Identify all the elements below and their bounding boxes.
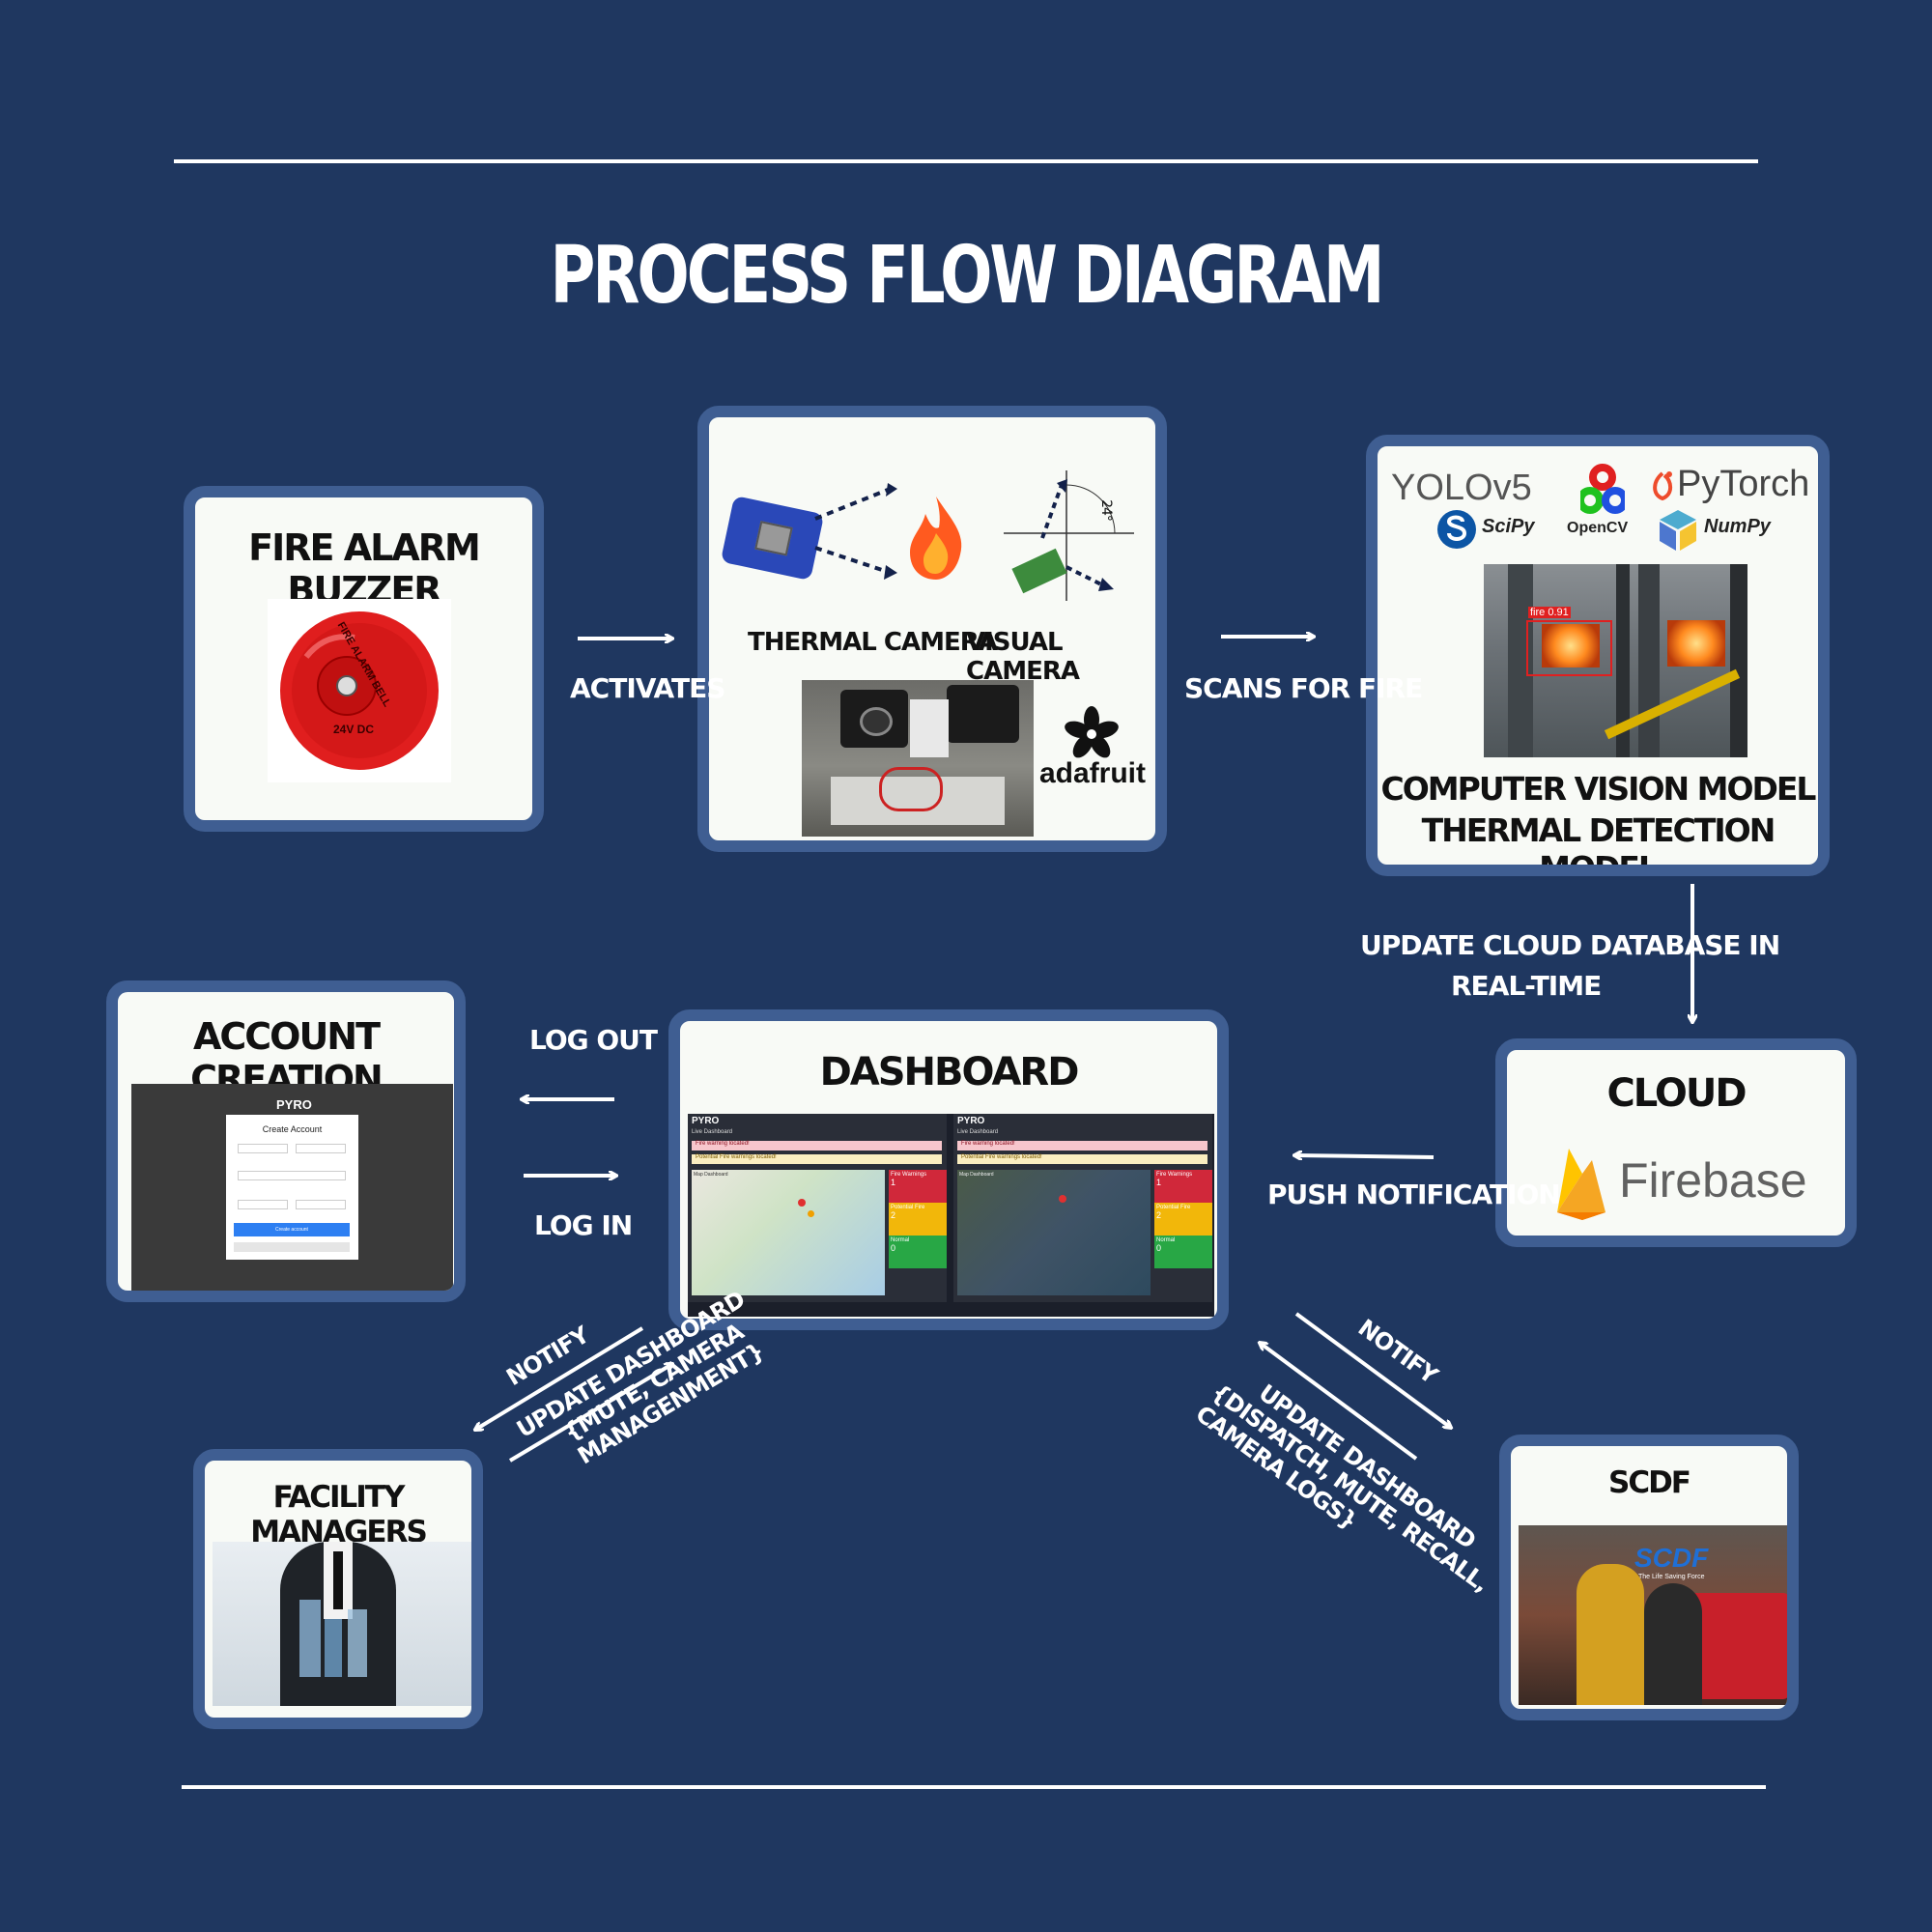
opencv-logo: OpenCV [1567, 520, 1629, 536]
adafruit-flower-icon [1065, 706, 1119, 758]
label-update-cloud-2: REAL-TIME [1451, 970, 1602, 1002]
account-submit-button[interactable]: Create account [234, 1223, 350, 1236]
label-scans: SCANS FOR FIRE [1184, 672, 1423, 704]
firebase-icon [1557, 1149, 1605, 1220]
arrow-push [1294, 1155, 1435, 1157]
stat1-label-right: Fire Warnings [1156, 1172, 1193, 1178]
dash-stat1-right: Fire Warnings 1 [1154, 1170, 1212, 1203]
thermal-fov-arrows [814, 483, 897, 580]
stat3-value-left: 0 [891, 1243, 896, 1253]
firebase-logo: Firebase [1619, 1153, 1807, 1208]
dash-map-right: Map Dashboard [957, 1170, 1151, 1295]
cloud-card: CLOUD Firebase [1495, 1038, 1857, 1247]
facility-card: FACILITY MANAGERS [193, 1449, 483, 1729]
facility-image [213, 1542, 471, 1706]
dash-alert1-left: Fire warning located! [692, 1141, 942, 1151]
arrow-update-right [1260, 1343, 1418, 1461]
dashboard-panel-right: PYRO Live Dashboard Fire warning located… [953, 1114, 1212, 1302]
label-update-cloud-1: UPDATE CLOUD DATABASE IN [1360, 929, 1780, 961]
stat3-label-left: Normal [891, 1237, 910, 1243]
models-card: YOLOv5 OpenCV PyTorch SciPy NumPy fire 0… [1366, 435, 1830, 876]
thermal-camera-label: THERMAL CAMERA [748, 628, 998, 657]
dash-stat2-left: Potential Fire 2 [889, 1203, 947, 1236]
yolo-logo: YOLOv5 [1391, 468, 1532, 508]
stat3-value-right: 0 [1156, 1243, 1162, 1253]
stat2-label-left: Potential Fire [891, 1205, 925, 1210]
fire-alarm-card: FIRE ALARM BUZZER FIRE ALARM BELL 24V DC [184, 486, 544, 832]
account-screenshot: PYRO Create Account Create account [131, 1084, 453, 1291]
dashboard-panel-left: PYRO Live Dashboard Fire warning located… [688, 1114, 947, 1302]
account-form-title: Create Account [262, 1124, 323, 1134]
stat2-label-right: Potential Fire [1156, 1205, 1191, 1210]
scdf-title: SCDF [1608, 1465, 1691, 1500]
dash-stat1-left: Fire Warnings 1 [889, 1170, 947, 1203]
arrow-notify-right [1294, 1312, 1451, 1428]
dash-alert1-right: Fire warning located! [957, 1141, 1208, 1151]
fire-icon [910, 497, 962, 580]
fire-detection-image: fire 0.91 [1484, 564, 1747, 757]
pytorch-icon [1653, 471, 1673, 501]
label-push: PUSH NOTIFICATION [1267, 1179, 1561, 1210]
page-title: PROCESS FLOW DIAGRAM [550, 230, 1385, 322]
bell-text-bottom: 24V DC [333, 723, 375, 736]
bottom-divider [182, 1785, 1766, 1789]
stat1-label-left: Fire Warnings [891, 1172, 927, 1178]
dashboard-title: DASHBOARD [819, 1050, 1080, 1094]
dash-stat2-right: Potential Fire 2 [1154, 1203, 1212, 1236]
scdf-card: SCDF SCDF The Life Saving Force [1499, 1435, 1799, 1720]
account-card: ACCOUNT CREATION PYRO Create Account Cre… [106, 980, 466, 1302]
account-form: Create Account Create account [226, 1115, 358, 1260]
stat2-value-right: 2 [1156, 1210, 1162, 1220]
sensors-card: 24° THERMAL CAMERA VISUAL CAMERA adafrui… [697, 406, 1167, 852]
stat1-value-left: 1 [891, 1178, 896, 1187]
dash-alert2-right: Potential Fire warnings located! [957, 1154, 1208, 1164]
dash-map-label-right: Map Dashboard [959, 1172, 994, 1178]
detection-box [1526, 620, 1612, 676]
dashboard-screenshot: PYRO Live Dashboard Fire warning located… [688, 1114, 1214, 1317]
dash-live-right: Live Dashboard [957, 1129, 999, 1135]
account-brand: PYRO [276, 1097, 312, 1112]
pytorch-logo: PyTorch [1677, 464, 1810, 504]
numpy-logo: NumPy [1704, 516, 1771, 537]
arrow-notify-left [475, 1326, 644, 1430]
detection-label: fire 0.91 [1528, 607, 1571, 618]
scdf-tagline: The Life Saving Force [1638, 1574, 1705, 1580]
stat3-label-right: Normal [1156, 1237, 1176, 1243]
adafruit-logo: adafruit [1039, 757, 1147, 789]
arrow-update-left [508, 1364, 672, 1463]
top-divider [174, 159, 1758, 163]
models-title-line1: COMPUTER VISION MODEL [1380, 770, 1817, 808]
cloud-title: CLOUD [1606, 1071, 1747, 1116]
scipy-logo: SciPy [1482, 516, 1535, 537]
dashboard-card: DASHBOARD PYRO Live Dashboard Fire warni… [668, 1009, 1229, 1330]
label-activates: ACTIVATES [570, 672, 725, 704]
dash-stat3-left: Normal 0 [889, 1236, 947, 1268]
scipy-icon [1437, 510, 1476, 549]
alarm-bell-icon [280, 611, 439, 770]
dash-map-label-left: Map Dashboard [694, 1172, 728, 1178]
numpy-icon [1660, 510, 1696, 551]
visual-camera-diagram [1004, 470, 1134, 601]
scdf-image: SCDF The Life Saving Force [1519, 1525, 1787, 1705]
dash-stat3-right: Normal 0 [1154, 1236, 1212, 1268]
opencv-icon [1580, 464, 1625, 514]
dash-brand-right: PYRO [957, 1116, 985, 1126]
scdf-logo: SCDF [1634, 1543, 1709, 1573]
dash-live-left: Live Dashboard [692, 1129, 733, 1135]
dash-map-left: Map Dashboard [692, 1170, 885, 1295]
dash-alert2-left: Potential Fire warnings located! [692, 1154, 942, 1164]
hardware-photo [802, 680, 1034, 837]
alarm-bell-image: FIRE ALARM BELL 24V DC [268, 599, 451, 782]
dash-brand-left: PYRO [692, 1116, 720, 1126]
models-title-line2: THERMAL DETECTION MODEL [1421, 811, 1776, 876]
label-login: LOG IN [534, 1209, 633, 1241]
stat2-value-left: 2 [891, 1210, 896, 1220]
stat1-value-right: 1 [1156, 1178, 1162, 1187]
label-logout: LOG OUT [529, 1024, 658, 1056]
